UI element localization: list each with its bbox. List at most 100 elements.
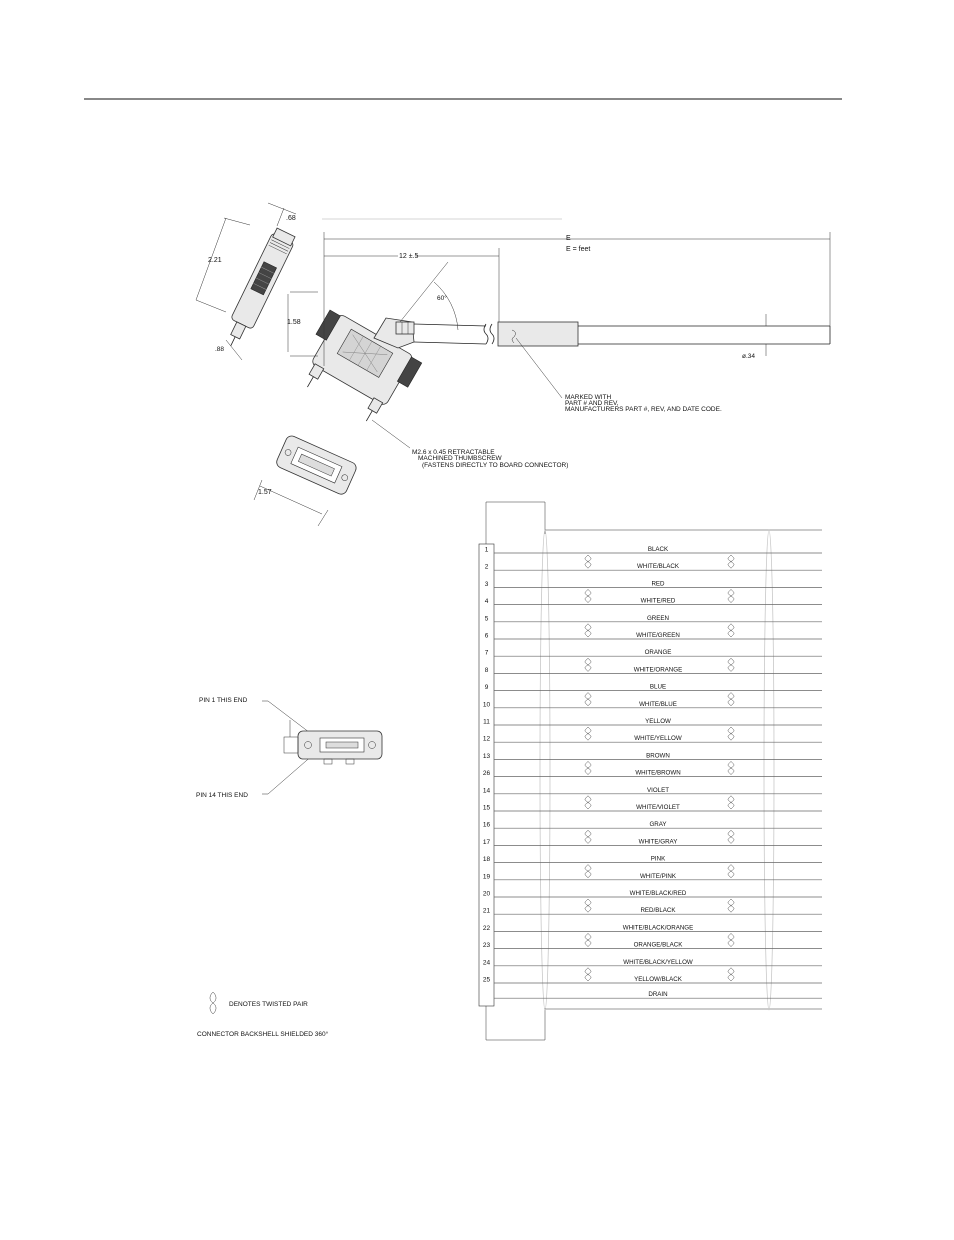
wire-color-label: WHITE/VIOLET [636, 804, 680, 811]
legend-twisted-pair: DENOTES TWISTED PAIR [229, 1001, 308, 1008]
pin-number: 3 [485, 581, 489, 588]
pin-number: 11 [483, 719, 490, 726]
pin-number: 16 [483, 822, 491, 829]
twisted-pair-right-icon [727, 864, 735, 878]
pin-number: 15 [483, 805, 491, 812]
drain-label: DRAIN [648, 991, 667, 998]
connector-side-view [195, 202, 297, 361]
pin-number: 21 [483, 908, 491, 915]
pin-number: 5 [485, 615, 489, 622]
dim-diameter: ø.34 [742, 353, 755, 360]
dim-158: 1.58 [287, 319, 301, 326]
wire-color-label: WHITE/BLACK/RED [630, 890, 687, 897]
twisted-pair-right-icon [727, 692, 735, 706]
pin-orientation-view [262, 700, 383, 795]
note-marked-3: MANUFACTURERS PART #, REV, AND DATE CODE… [565, 406, 722, 413]
wire-color-label: WHITE/YELLOW [634, 735, 682, 742]
twisted-pair-right-icon [727, 898, 735, 913]
wire-color-label: RED/BLACK [640, 907, 676, 914]
wire-color-label: WHITE/BLUE [639, 701, 677, 708]
twisted-pair-left-icon [584, 864, 592, 878]
twisted-pair-left-icon [584, 692, 592, 706]
twisted-pair-right-icon [727, 726, 735, 741]
pin-number: 7 [485, 650, 489, 657]
pin-number: 14 [483, 787, 491, 794]
pin-number: 20 [483, 891, 491, 898]
wire-color-label: RED [651, 580, 665, 587]
wire-color-label: WHITE/RED [641, 598, 676, 605]
wire-color-label: WHITE/BLACK/ORANGE [623, 924, 693, 931]
twisted-pair-right-icon [727, 967, 735, 982]
dim-157: 1.57 [258, 489, 272, 496]
dim-e-feet: E = feet [566, 246, 590, 253]
wire-color-label: VIOLET [647, 787, 669, 794]
pin-number: 1 [485, 547, 489, 554]
twisted-pair-right-icon [727, 658, 735, 672]
wire-color-label: ORANGE/BLACK [634, 942, 684, 949]
pin-number: 24 [483, 959, 491, 966]
twisted-pair-left-icon [584, 933, 592, 947]
wire-color-label: WHITE/ORANGE [634, 666, 682, 673]
twisted-pair-right-icon [727, 795, 735, 810]
note-screw-2: MACHINED THUMBSCREW [418, 455, 503, 462]
pin-number: 12 [483, 736, 491, 743]
twisted-pair-left-icon [584, 658, 592, 672]
pin-number: 6 [485, 633, 489, 640]
twisted-pair-legend-icon [209, 991, 217, 1015]
twisted-pair-right-icon [727, 761, 735, 775]
pin-number: 17 [483, 839, 491, 846]
connector-main-view [287, 232, 831, 449]
twisted-pair-right-icon [727, 589, 735, 603]
pin-number: 9 [485, 684, 489, 691]
wire-color-label: BLACK [648, 546, 669, 553]
wire-color-label: GRAY [649, 821, 666, 828]
wire-color-label: PINK [651, 856, 666, 863]
pin-number: 18 [483, 856, 491, 863]
twisted-pair-left-icon [584, 830, 592, 844]
wire-color-label: WHITE/BROWN [635, 770, 680, 777]
backshell-note: CONNECTOR BACKSHELL SHIELDED 360° [197, 1030, 329, 1038]
wiring-frame [478, 501, 822, 1041]
twisted-pair-left-icon [584, 898, 592, 913]
twisted-pair-left-icon [584, 726, 592, 741]
note-screw-1: M2.6 x 0.45 RETRACTABLE [412, 449, 495, 456]
connector-face-view [253, 435, 357, 527]
wire-color-label: WHITE/BLACK [637, 563, 680, 570]
wire-color-label: ORANGE [645, 649, 672, 656]
pin-number: 25 [483, 977, 491, 984]
pin-number: 4 [485, 598, 489, 605]
twisted-pair-left-icon [584, 761, 592, 775]
wire-color-label: WHITE/GREEN [636, 632, 680, 639]
pin14-label: PIN 14 THIS END [196, 792, 248, 799]
twisted-pair-right-icon [727, 554, 735, 569]
twisted-pair-left-icon [584, 795, 592, 810]
twisted-pair-left-icon [584, 623, 592, 638]
wire-color-label: WHITE/GRAY [639, 838, 678, 845]
twisted-pair-left-icon [584, 589, 592, 603]
twisted-pair-left-icon [584, 554, 592, 569]
pin-number: 22 [483, 925, 491, 932]
twisted-pair-right-icon [727, 623, 735, 638]
pin-number: 19 [483, 873, 491, 880]
pin-number: 13 [483, 753, 491, 760]
dim-088: .88 [215, 346, 224, 353]
twisted-pair-left-icon [584, 967, 592, 982]
wire-color-label: BROWN [646, 752, 670, 759]
wire-color-label: YELLOW [645, 718, 671, 725]
wire-color-label: GREEN [647, 615, 669, 622]
note-marked-1: MARKED WITH [565, 394, 612, 401]
dim-e: E [566, 235, 571, 242]
twisted-pair-right-icon [727, 830, 735, 844]
wire-color-label: YELLOW/BLACK [634, 976, 683, 983]
pin-number: 10 [483, 701, 491, 708]
wire-color-label: WHITE/PINK [640, 873, 677, 880]
pin-number: 26 [483, 770, 491, 777]
note-screw-3: (FASTENS DIRECTLY TO BOARD CONNECTOR) [422, 462, 568, 469]
wire-color-label: WHITE/BLACK/YELLOW [623, 959, 693, 966]
dim-221: 2.21 [208, 257, 222, 264]
pin1-label: PIN 1 THIS END [199, 697, 248, 704]
twisted-pair-right-icon [727, 933, 735, 947]
